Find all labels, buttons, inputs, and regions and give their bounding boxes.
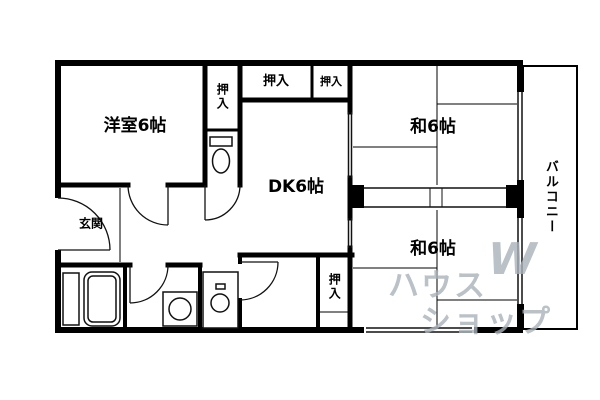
bath-cabinet bbox=[62, 272, 80, 326]
room-label-western: 洋室6帖 bbox=[103, 116, 167, 137]
tatami-lines bbox=[119, 66, 517, 327]
window-lines bbox=[366, 92, 523, 333]
bathtub-icon bbox=[83, 271, 121, 327]
washing-machine-icon bbox=[162, 291, 198, 327]
outer-wall-openings bbox=[53, 92, 525, 334]
room-label-balcony: バルコニー bbox=[542, 159, 558, 235]
balcony-outline bbox=[522, 65, 578, 330]
door-arcs bbox=[57, 184, 279, 304]
sliding-door-lines bbox=[347, 112, 353, 248]
room-label-closet-top: 押入 bbox=[262, 74, 290, 90]
room-label-japanese-bottom: 和6帖 bbox=[410, 239, 456, 260]
kitchen-sink-icon bbox=[202, 271, 239, 329]
room-label-dk: DK6帖 bbox=[267, 177, 325, 198]
outer-wall bbox=[55, 60, 523, 333]
toilet-icon bbox=[209, 136, 233, 174]
room-label-closet-column: 押入 bbox=[215, 83, 230, 111]
toilet-door-arc bbox=[204, 184, 241, 221]
room-label-entrance: 玄関 bbox=[78, 216, 104, 231]
washroom-door-arc bbox=[129, 264, 169, 304]
room-label-closet-bottom: 押入 bbox=[327, 273, 342, 301]
room-label-closet-top-right: 押入 bbox=[320, 75, 342, 89]
fixtures bbox=[62, 136, 239, 329]
entrance-door-arc bbox=[57, 197, 111, 251]
room-label-japanese-top: 和6帖 bbox=[410, 117, 456, 138]
fusuma-partition bbox=[350, 185, 520, 208]
kitchen-door-arc bbox=[239, 261, 279, 301]
western-room-door-arc bbox=[127, 184, 169, 226]
